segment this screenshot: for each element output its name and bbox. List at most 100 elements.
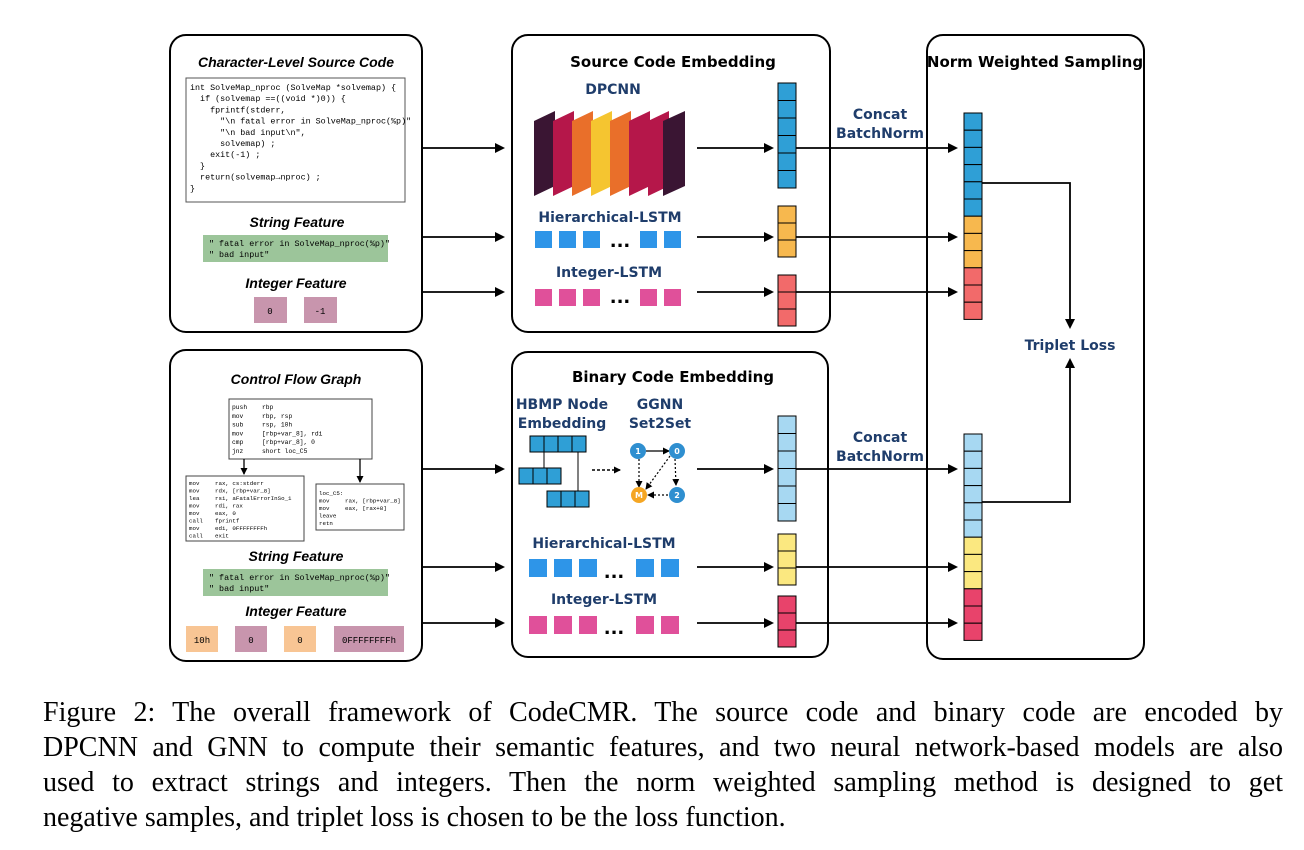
vector-cell [963,129,983,148]
cfg-operand: rdx, [rbp+var_8] [215,488,271,495]
vector-cell [963,146,983,166]
binary-int-2: 0 [248,636,253,646]
vector-cell [963,284,983,303]
token-square [529,559,547,577]
source-hier-lstm-label: Hierarchical-LSTM [538,210,681,226]
vector-cell [777,291,797,310]
token-square [579,559,597,577]
sampling-title: Norm Weighted Sampling [927,53,1143,71]
ggnn-graph: 1 0 M 2 [630,443,685,503]
vector-cell [777,222,797,241]
dpcnn-layer-2 [553,111,574,196]
token-square [640,231,657,248]
cfg-opcode: mov [319,505,330,512]
binary-string-line-2: " bad input" [209,584,269,594]
source-code-line: "\n fatal error in SolveMap_nproc(%p)" [190,117,411,127]
cfg-operand: rbp [262,404,274,411]
vector-cell [963,433,983,452]
arrow-binary-to-loss [982,358,1075,503]
vector-cell [777,567,797,586]
vector-cell [963,232,983,252]
cfg-operand: rsp, 10h [262,422,292,429]
dpcnn-layer-8 [663,111,685,196]
token-square [559,289,576,306]
source-code-line: exit(-1) ; [190,150,260,160]
caption-line-1: Figure 2: The overall framework of CodeC… [43,697,1283,728]
cfg-opcode: mov [189,488,200,495]
cfg-block-top [228,398,373,460]
cfg-operand: rax, cs:stderr [215,480,264,487]
cfg-opcode: lea [189,495,200,502]
dpcnn-layer-1 [534,111,555,196]
vector-cell [963,502,983,521]
caption-line-2: DPCNN and GNN to compute their semantic … [43,732,1283,763]
cfg-opcode: leave [319,513,337,520]
source-code-line: } [190,161,205,171]
vector-cell [963,450,983,469]
vector-cell [777,205,797,224]
binary-panel-title: Control Flow Graph [231,371,362,387]
binary-string-line-1: " fatal error in SolveMap_nproc(%p)" [209,573,390,583]
cfg-opcode: jnz [232,448,244,455]
binary-int-box-2 [235,626,267,652]
cfg-block-left [185,475,305,542]
source-code-panel [169,34,423,333]
source-hier-vector [777,205,797,258]
token-square [664,231,681,248]
vector-cell [777,485,797,504]
cfg-opcode: sub [232,422,244,429]
binary-string-box [203,569,388,596]
binary-int-box-1 [186,626,218,652]
hbmp-tree [518,435,590,508]
vector-cell [777,629,797,648]
hbmp-label-1: HBMP Node [516,397,608,413]
cfg-opcode: push [232,404,247,411]
cfg-block-right [315,483,405,531]
cfg-operand: edi, 0FFFFFFFFh [215,525,267,532]
source-embedding-panel [511,34,831,333]
binary-int-ellipsis: ... [604,618,625,639]
vector-cell [777,135,797,154]
source-string-box [203,235,388,262]
cfg-opcode: mov [189,510,200,517]
binary-hier-vector [777,533,797,586]
cfg-operand: rbp, rsp [262,413,292,420]
token-square [535,289,552,306]
token-square [579,616,597,634]
source-code-line: solvemap) ; [190,139,275,149]
ggnn-node-1 [630,443,646,459]
source-integer-title: Integer Feature [245,275,346,291]
binary-gnn-vector [777,415,797,522]
ggnn-node-1-label: 1 [635,447,641,456]
cfg-operand: [rbp+var_8], rdi [262,430,323,437]
vector-cell [963,519,983,538]
cfg-opcode: cmp [232,439,244,446]
dpcnn-layers [534,111,685,196]
ggnn-node-m [631,487,647,503]
token-square [636,559,654,577]
cfg-opcode: call [189,533,203,540]
cfg-operand: exit [215,533,229,540]
binary-int-vector [777,595,797,648]
binary-string-title: String Feature [249,548,344,564]
ggnn-node-0 [669,443,685,459]
binary-hier-ellipsis: ... [604,562,625,583]
token-square [661,616,679,634]
vector-cell [777,415,797,434]
binary-int-box-3 [284,626,316,652]
cfg-opcode: retn [319,520,333,527]
dpcnn-layer-6 [629,111,650,196]
cfg-operand: eax, 0 [215,510,236,517]
source-cnn-vector [777,82,797,189]
vector-cell [777,239,797,258]
binary-hier-lstm-label: Hierarchical-LSTM [532,536,675,552]
source-int-vector [777,274,797,327]
ggnn-node-0-label: 0 [674,447,680,456]
vector-cell [963,622,983,641]
dpcnn-layer-3 [572,111,593,196]
token-square [664,289,681,306]
token-square [640,289,657,306]
vector-cell [963,215,983,234]
token-square [535,231,552,248]
